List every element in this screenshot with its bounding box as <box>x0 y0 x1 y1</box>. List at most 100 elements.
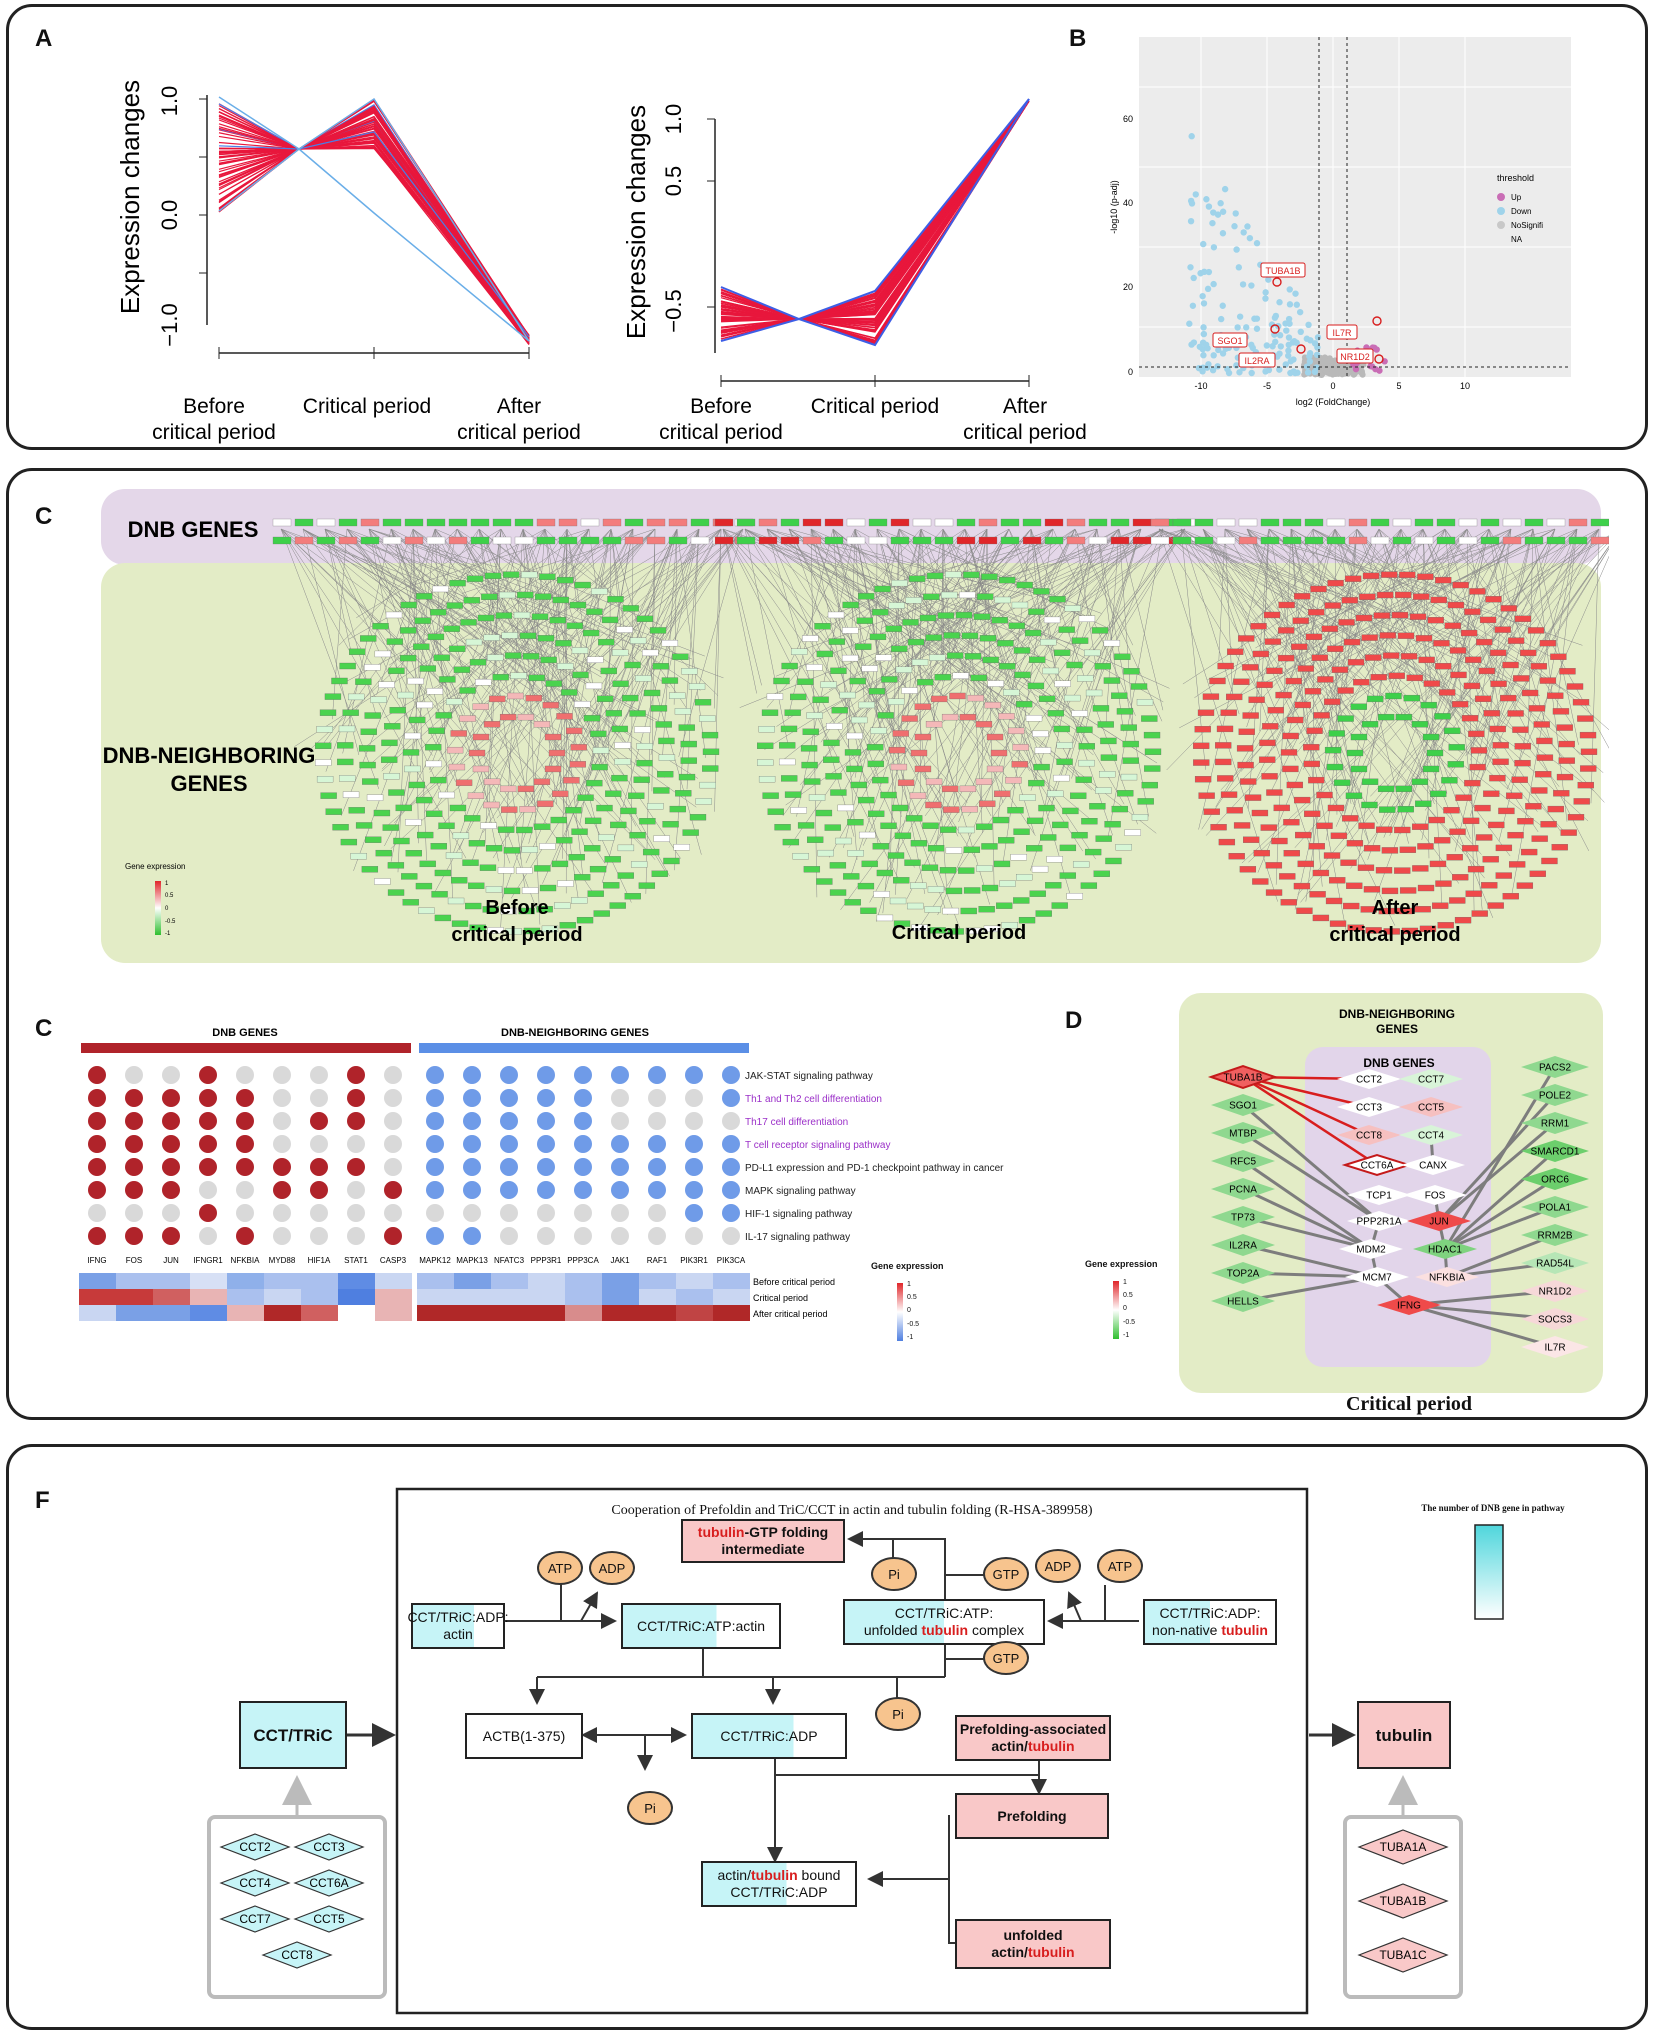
network-edge <box>1392 528 1556 625</box>
neighbor-gene-node <box>678 773 696 781</box>
neighbor-gene-node <box>1117 790 1134 797</box>
neighbor-gene-node <box>535 593 552 600</box>
network-edge <box>1096 528 1149 817</box>
dnb-gene-node <box>1150 536 1170 545</box>
neighbor-gene-node <box>1520 848 1538 856</box>
neighbor-gene-node <box>534 823 551 830</box>
dnb-gene-node <box>1110 536 1130 545</box>
neighbor-gene-node <box>400 627 417 634</box>
neighbor-gene-node <box>522 653 540 660</box>
neighbor-gene-node <box>806 664 823 671</box>
neighbor-gene-node <box>802 728 819 735</box>
neighbor-gene-node <box>1094 663 1111 670</box>
dnb-gene-node <box>1524 518 1544 527</box>
neighbor-gene-node <box>1412 823 1429 830</box>
neighbor-gene-node <box>663 857 680 865</box>
period-heat-cell <box>676 1289 713 1305</box>
network-edge <box>383 528 700 719</box>
neighbor-gene-node <box>792 853 809 860</box>
neighbor-gene-node <box>1100 754 1118 761</box>
d-edge <box>1444 1205 1556 1251</box>
neighbor-gene-node <box>970 674 987 682</box>
neighbor-gene-node <box>680 740 697 748</box>
network-edge <box>861 528 1054 762</box>
trajectory-line <box>218 141 530 345</box>
neighbor-gene-node <box>337 742 354 749</box>
neighbor-gene-node <box>1084 848 1102 856</box>
neighbor-gene-node <box>672 653 689 660</box>
dnb-pathway-dot <box>384 1204 402 1222</box>
panel-label-c-network: C <box>35 503 53 530</box>
d-gene-label: CANX <box>1419 1161 1447 1172</box>
neighbor-gene-node <box>1292 617 1309 624</box>
neighbor-gene-node <box>366 794 384 801</box>
dnb-gene-node <box>1568 518 1588 527</box>
neighbor-gene-node <box>605 790 622 797</box>
dnb-gene-node <box>824 518 844 527</box>
neighbor-gene-node <box>1016 581 1033 589</box>
neighbor-gene-node <box>617 872 634 879</box>
neighbor-gene-node <box>841 654 859 662</box>
neighbor-pathway-dot <box>685 1181 703 1199</box>
volcano-point <box>1305 321 1312 329</box>
neighbor-gene-node <box>430 843 447 850</box>
dnb-pathway-dot <box>236 1204 254 1222</box>
d-gene-label: POLE2 <box>1539 1091 1572 1102</box>
dnb-gene-node <box>558 518 578 527</box>
tuba-gene-diamond <box>1357 1829 1449 1865</box>
neighbor-gene-node <box>850 781 868 789</box>
neighbor-gene-node <box>1414 906 1431 913</box>
neighbor-gene-node <box>583 715 601 722</box>
xlabel-left-3b: critical period <box>457 421 581 444</box>
d-gene-node <box>1521 1112 1589 1134</box>
neighbor-gene-node <box>557 663 574 670</box>
neighbor-gene-node <box>925 801 942 809</box>
dnb-gene-node <box>602 518 622 527</box>
trajectory-line <box>720 100 1030 329</box>
cct-gene-label: CCT4 <box>239 1876 271 1890</box>
neighbor-gene-node <box>1025 715 1043 722</box>
neighbor-gene-node <box>887 698 905 705</box>
network-edge <box>1484 528 1512 766</box>
trajectory-line <box>720 98 1030 321</box>
dnb-gene-node <box>1392 518 1412 527</box>
neighbor-pathway-dot <box>574 1112 592 1130</box>
neighbor-gene-node <box>1558 740 1575 748</box>
volcano-point <box>1249 344 1257 352</box>
neighbor-gene-node <box>911 924 928 931</box>
neighbor-gene-node <box>489 695 506 703</box>
neighbor-gene-node <box>1547 805 1564 813</box>
network-edge <box>346 528 416 615</box>
period-heat-cell <box>264 1305 301 1321</box>
dnb-gene-node <box>1502 536 1522 545</box>
neighbor-gene-node <box>829 862 847 869</box>
neighbor-gene-node <box>891 804 909 812</box>
dnb-pathway-dot <box>310 1135 328 1153</box>
neighbor-gene-node <box>607 596 624 603</box>
node-tubulin: tubulin <box>1357 1701 1451 1769</box>
volcano-ytick-20: 20 <box>1123 282 1133 292</box>
d-gene-node <box>1521 1308 1589 1330</box>
dnb-gene-node <box>802 518 822 527</box>
neighbor-gene-node <box>1455 794 1472 801</box>
volcano-point <box>1293 301 1301 308</box>
dnb-gene-node <box>1260 518 1280 527</box>
network-edge <box>854 528 906 689</box>
neighbor-gene-node <box>1026 845 1043 852</box>
dnb-pathway-dot <box>273 1066 291 1084</box>
neighbor-gene-node <box>1308 843 1325 850</box>
neighbor-gene-node <box>1447 761 1464 768</box>
neighbor-gene-node <box>1527 627 1545 634</box>
dnb-gene-node <box>1022 536 1042 545</box>
dnb-pathway-dot <box>162 1204 180 1222</box>
neighbor-gene-node <box>1280 749 1298 756</box>
neighbor-gene-node <box>800 745 818 752</box>
unfolded-c: tubulin <box>1027 1944 1075 1960</box>
network-edge <box>324 528 444 798</box>
neighbor-gene-node <box>533 721 551 728</box>
network-edge <box>714 528 722 812</box>
d-gene-node <box>1211 1290 1275 1312</box>
c2-neighbor-header: DNB-NEIGHBORING GENES <box>501 1027 649 1039</box>
neighbor-gene-node <box>1340 859 1357 866</box>
neighbor-gene-node <box>1481 882 1498 889</box>
